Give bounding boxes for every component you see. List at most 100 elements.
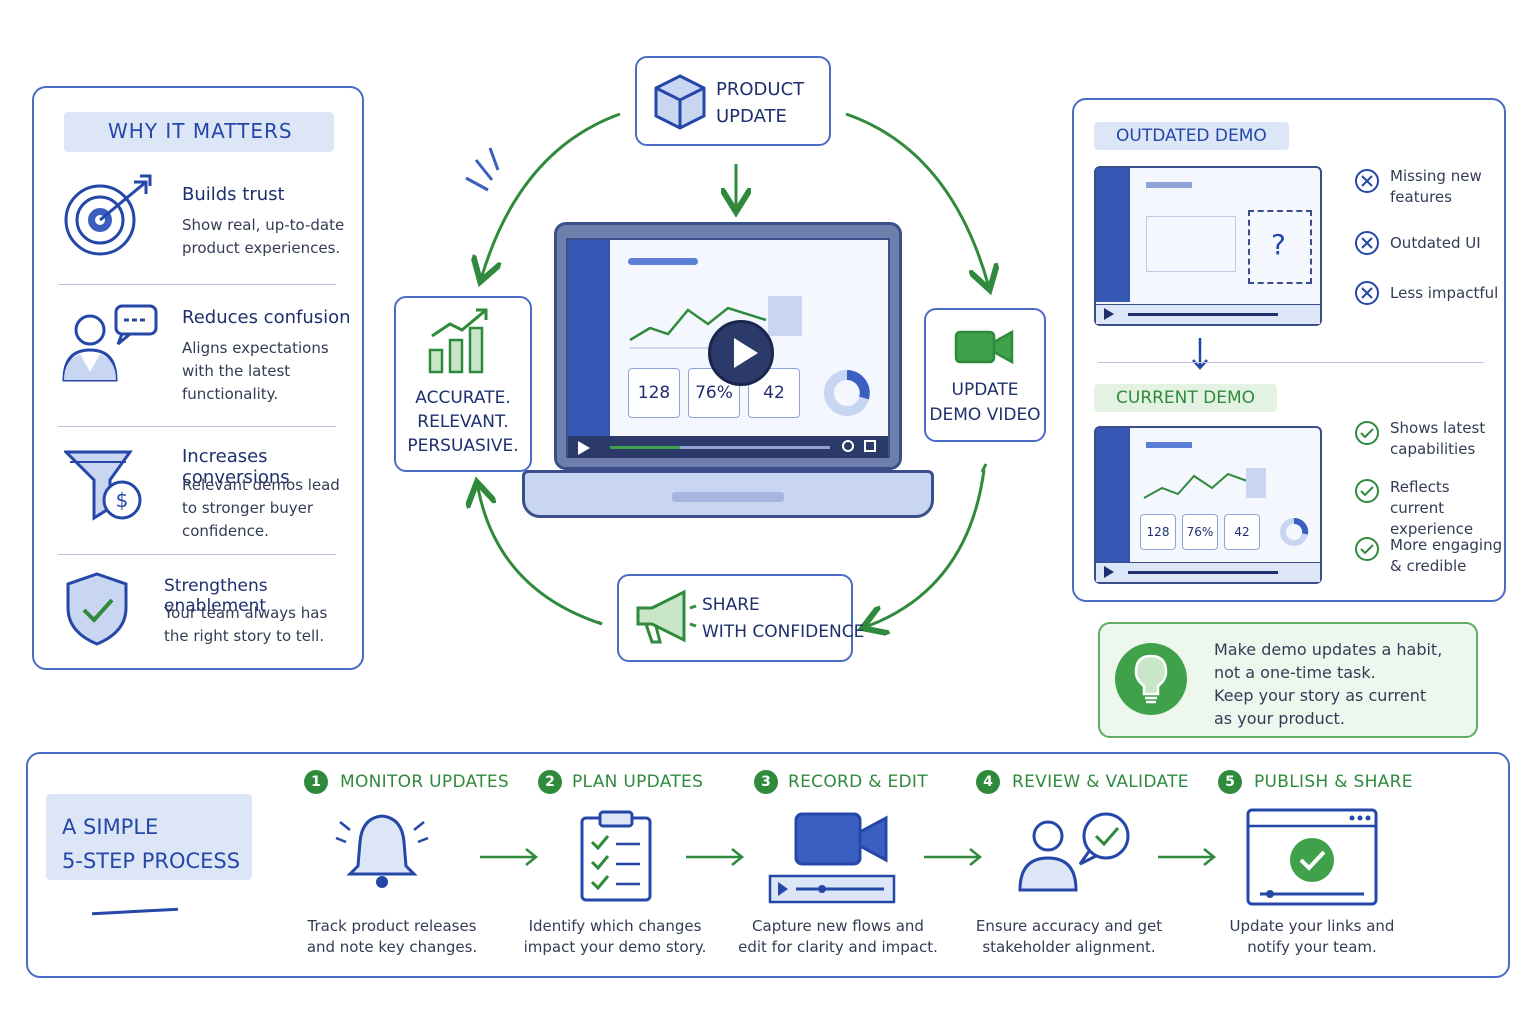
tip-text: Make demo updates a habit, not a one-tim… (1214, 640, 1443, 728)
svg-text:$: $ (116, 488, 129, 512)
growth-chart-icon (428, 308, 488, 374)
progress-track[interactable] (610, 446, 830, 449)
header-bar (1146, 182, 1192, 188)
stat-card: 76% (1182, 514, 1218, 550)
reduces-confusion-desc: Aligns expectations with the latest func… (182, 339, 329, 403)
why-it-matters-heading-bg (64, 112, 334, 152)
question-mark: ? (1271, 228, 1286, 261)
update-demo-video-label: UPDATE DEMO VIDEO (929, 380, 1041, 425)
check-circle-icon (1355, 479, 1379, 503)
bell-icon (335, 814, 429, 888)
down-arrow (1192, 338, 1208, 370)
increases-conversions-title: Increases conversions (182, 446, 290, 488)
lightbulb-icon (1115, 643, 1187, 715)
clipboard-checklist-icon (580, 810, 652, 902)
video-camera-icon (954, 329, 1014, 365)
play-mini-icon[interactable] (578, 441, 590, 455)
stat-card: 42 (1224, 514, 1260, 550)
donut-chart (1280, 518, 1309, 546)
outdated-point: Missing new features (1390, 167, 1482, 206)
current-point: More engaging & credible (1390, 536, 1503, 575)
builds-trust-title: Builds trust (182, 184, 285, 205)
cube-icon (654, 74, 706, 130)
bar-block (1246, 468, 1266, 498)
check-circle-icon (1355, 537, 1379, 561)
step-number: 2 (538, 770, 562, 794)
step-title: MONITOR UPDATES (340, 772, 509, 792)
step-number: 3 (754, 770, 778, 794)
strengthens-enablement-desc: Your team always has the right story to … (164, 604, 328, 645)
play-mini-icon[interactable] (1104, 308, 1114, 320)
video-camera-icon (768, 812, 896, 904)
unknown-feature-box (1248, 210, 1312, 284)
step-desc: Identify which changes impact your demo … (523, 917, 707, 956)
share-label: SHARE WITH CONFIDENCE (702, 595, 865, 642)
settings-icon[interactable] (842, 440, 854, 452)
megaphone-icon (636, 589, 697, 644)
current-demo-label: CURRENT DEMO (1094, 384, 1278, 412)
x-circle-icon (1355, 231, 1379, 255)
funnel-dollar-icon: $ (64, 450, 142, 521)
update-demo-video-node (924, 308, 1046, 442)
outdated-demo-label: OUTDATED DEMO (1094, 122, 1289, 150)
browser-check-icon (1246, 808, 1378, 906)
stat-card: 128 (628, 368, 680, 418)
accurate-node (394, 296, 532, 472)
progress-track[interactable] (1128, 571, 1278, 574)
sidebar (1096, 428, 1130, 562)
donut-chart (824, 370, 870, 416)
x-circle-icon (1355, 169, 1379, 193)
builds-trust-desc: Show real, up-to-date product experience… (182, 216, 345, 257)
arrow-right-icon (924, 848, 983, 866)
x-circle-icon (1355, 281, 1379, 305)
process-heading-bg (46, 794, 252, 880)
outdated-demo-screen: ? (1094, 166, 1322, 326)
app-sidebar (568, 240, 610, 440)
sidebar (1096, 168, 1130, 302)
play-mini-icon[interactable] (1104, 566, 1114, 578)
accurate-label: ACCURATE. RELEVANT. PERSUASIVE. (407, 388, 519, 456)
laptop: 128 76% 42 (522, 222, 934, 522)
step-desc: Ensure accuracy and get stakeholder alig… (975, 917, 1163, 956)
current-demo-screen: 128 76% 42 (1094, 426, 1322, 584)
person-chat-icon (62, 304, 158, 382)
play-icon (734, 338, 758, 368)
reduces-confusion-title: Reduces confusion (182, 307, 351, 328)
arrow-right-icon (480, 848, 539, 866)
increases-conversions-desc: Relevant demos lead to stronger buyer co… (182, 476, 340, 540)
product-update-label: PRODUCT UPDATE (716, 79, 805, 127)
person-check-icon (1018, 812, 1130, 892)
step-title: RECORD & EDIT (788, 772, 928, 792)
heading-underline (91, 907, 179, 916)
strengthens-enablement-title: Strengthens enablement (164, 576, 268, 616)
line-chart (1143, 472, 1251, 499)
cycle-arrows (380, 112, 1080, 680)
current-point: Reflects current experience (1390, 478, 1474, 538)
step-desc: Track product releases and note key chan… (306, 917, 478, 956)
divider (58, 426, 336, 427)
why-it-matters-heading: WHY IT MATTERS (108, 119, 293, 143)
comparison-panel: OUTDATED DEMO ? Missing new features Out… (1072, 98, 1506, 602)
step-title: PLAN UPDATES (572, 772, 704, 792)
step-desc: Capture new flows and edit for clarity a… (738, 917, 938, 956)
step-number: 4 (976, 770, 1000, 794)
process-heading: A SIMPLE 5-STEP PROCESS (62, 815, 241, 873)
placeholder-block (1146, 216, 1236, 272)
stat-card: 128 (1140, 514, 1176, 550)
why-it-matters-panel: WHY IT MATTERS Builds trust Show real, u… (32, 86, 364, 670)
step-number: 5 (1218, 770, 1242, 794)
current-point: Shows latest capabilities (1390, 419, 1486, 458)
step-number: 1 (304, 770, 328, 794)
shield-check-icon (66, 572, 128, 646)
arrow-right-icon (1158, 848, 1217, 866)
trackpad (672, 492, 784, 502)
progress-fill (610, 446, 680, 449)
check-circle-icon (1355, 421, 1379, 445)
stat-card: 76% (688, 368, 740, 418)
header-bar (1146, 442, 1192, 448)
fullscreen-icon[interactable] (864, 440, 876, 452)
outdated-point: Less impactful (1390, 284, 1499, 302)
progress-track[interactable] (1128, 313, 1278, 316)
step-title: PUBLISH & SHARE (1254, 772, 1413, 792)
step-desc: Update your links and notify your team. (1229, 917, 1395, 956)
